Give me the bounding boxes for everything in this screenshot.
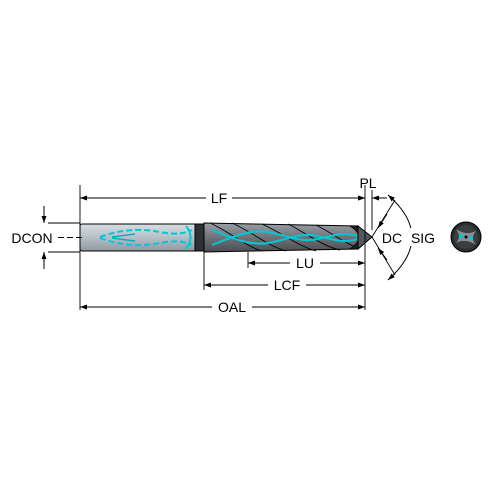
- lcf-label: LCF: [274, 277, 300, 293]
- lu-label: LU: [296, 255, 314, 271]
- dcon-label: DCON: [11, 230, 52, 246]
- drill-end-view: [450, 221, 482, 253]
- drill-shank: [79, 223, 198, 252]
- sig-label: SIG: [411, 230, 435, 246]
- lf-label: LF: [211, 190, 227, 206]
- drill-body: [194, 222, 373, 253]
- dc-label: DC: [382, 230, 402, 246]
- pl-label: PL: [359, 175, 376, 191]
- oal-label: OAL: [218, 299, 246, 315]
